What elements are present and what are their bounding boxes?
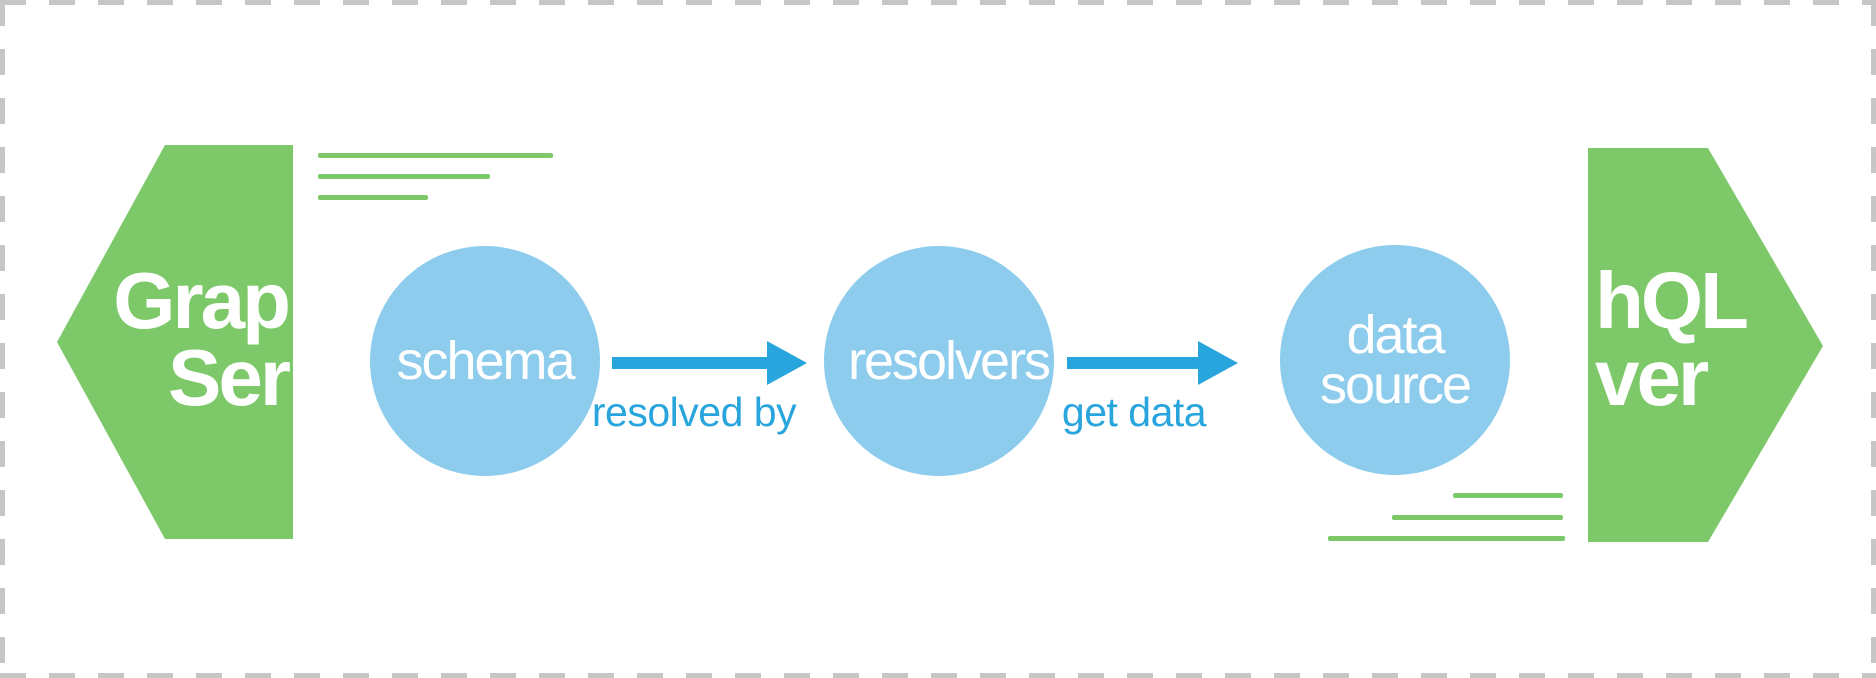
server-badge-left-line1: Grap	[113, 256, 291, 345]
server-badge-left-line2: Ser	[168, 333, 291, 422]
speed-line	[1328, 536, 1565, 541]
node-schema: schema	[370, 246, 600, 476]
speed-line	[318, 153, 553, 158]
arrow-shaft	[612, 357, 768, 369]
speed-line	[1392, 515, 1563, 520]
arrow-resolvers-to-data-source	[1067, 341, 1238, 385]
dashed-border-bottom	[0, 673, 1876, 678]
node-resolvers-label: resolvers	[848, 331, 1051, 391]
server-badge-left-label: Grap Ser	[40, 256, 291, 422]
edge-label-resolved-by: resolved by	[591, 389, 797, 435]
speed-line	[1453, 493, 1563, 498]
node-resolvers: resolvers	[824, 246, 1054, 476]
arrow-right-icon	[1198, 341, 1238, 385]
server-badge-left-half	[57, 145, 293, 539]
speed-line	[318, 174, 490, 179]
speed-lines-bottom-right	[1328, 493, 1565, 541]
server-badge-right-line1: hQL	[1595, 256, 1749, 345]
dashed-border-top	[0, 0, 1876, 5]
speed-line	[318, 195, 428, 200]
edge-label-get-data: get data	[1061, 389, 1207, 435]
arrow-right-icon	[767, 341, 807, 385]
arrow-schema-to-resolvers	[612, 341, 807, 385]
server-badge-right-line2: ver	[1595, 333, 1709, 422]
arrow-shaft	[1067, 357, 1199, 369]
node-schema-label: schema	[396, 331, 575, 391]
server-badge-right-half	[1588, 148, 1823, 542]
server-badge-right-label: hQL ver	[1595, 256, 1855, 422]
dashed-border-right	[1871, 0, 1876, 678]
dashed-border-left	[0, 0, 5, 678]
node-data-source: data source	[1280, 245, 1510, 475]
speed-lines-top-left	[318, 153, 553, 200]
node-data-source-label: data source	[1319, 305, 1472, 415]
